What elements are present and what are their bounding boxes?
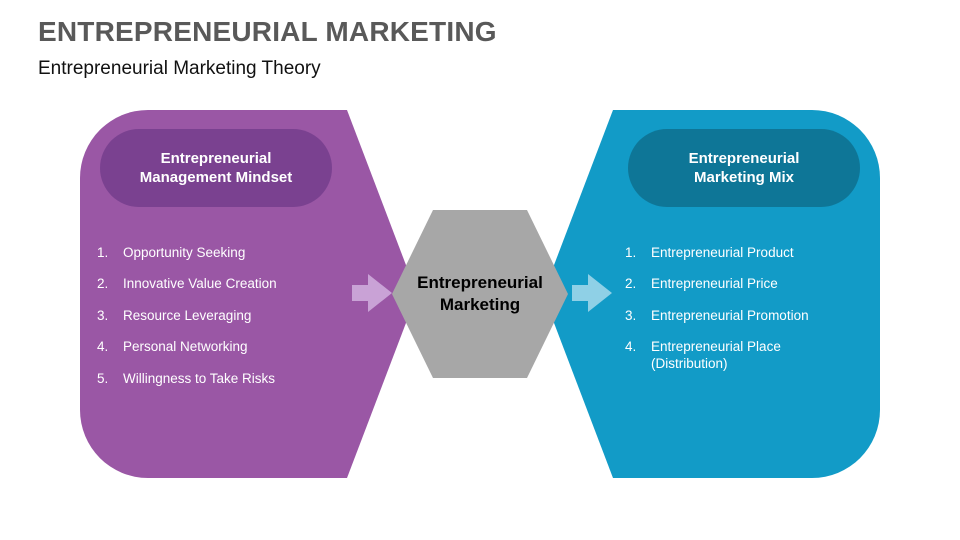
list-item-number: 1. <box>97 245 109 260</box>
list-item: 4. Personal Networking <box>97 339 347 355</box>
list-item-number: 2. <box>97 276 109 292</box>
right-panel-title-text: Entrepreneurial Marketing Mix <box>688 149 800 187</box>
page-title: ENTREPRENEURIAL MARKETING <box>38 16 497 47</box>
list-item: 1. Opportunity Seeking <box>97 245 347 261</box>
list-item-number: 1. <box>625 245 637 260</box>
list-item-number: 4. <box>97 339 109 355</box>
list-item-text: Entrepreneurial Promotion <box>651 307 809 323</box>
list-item-text: Entrepreneurial Product <box>651 245 794 260</box>
list-item: 5. Willingness to Take Risks <box>97 371 347 387</box>
list-item-text: Entrepreneurial Price <box>651 276 778 292</box>
list-item: 4. Entrepreneurial Place (Distribution) <box>625 339 870 372</box>
list-item-number: 4. <box>625 339 637 355</box>
right-panel-title: Entrepreneurial Marketing Mix <box>628 129 860 207</box>
center-hexagon-shape <box>392 210 568 378</box>
list-item: 2. Entrepreneurial Price <box>625 276 870 292</box>
center-hexagon-label-text: Entrepreneurial Marketing <box>417 272 543 314</box>
right-panel-list: 1. Entrepreneurial Product 2. Entreprene… <box>625 245 870 387</box>
page-subtitle: Entrepreneurial Marketing Theory <box>38 58 321 79</box>
list-item-number: 3. <box>97 307 109 323</box>
right-arrow-icon <box>572 274 612 312</box>
right-panel-title-pill <box>628 129 860 207</box>
left-panel-title-pill <box>100 129 332 207</box>
left-panel-list: 1. Opportunity Seeking 2. Innovative Val… <box>97 245 347 402</box>
left-arrow-icon <box>352 274 392 312</box>
list-item: 1. Entrepreneurial Product <box>625 245 870 261</box>
list-item: 3. Resource Leveraging <box>97 308 347 324</box>
center-hexagon-label: Entrepreneurial Marketing <box>392 210 568 378</box>
list-item-text: Entrepreneurial Place (Distribution) <box>651 339 781 371</box>
left-panel-title-text: Entrepreneurial Management Mindset <box>139 149 293 187</box>
list-item-text: Willingness to Take Risks <box>123 370 276 386</box>
list-item-text: Opportunity Seeking <box>123 245 246 260</box>
list-item: 2. Innovative Value Creation <box>97 276 347 292</box>
list-item-text: Personal Networking <box>123 339 248 355</box>
list-item-text: Resource Leveraging <box>123 307 252 323</box>
list-item-number: 3. <box>625 307 637 323</box>
list-item-number: 2. <box>625 276 637 292</box>
list-item: 3. Entrepreneurial Promotion <box>625 308 870 324</box>
list-item-number: 5. <box>97 370 109 386</box>
left-panel-title: Entrepreneurial Management Mindset <box>100 129 332 207</box>
list-item-text: Innovative Value Creation <box>123 276 277 292</box>
